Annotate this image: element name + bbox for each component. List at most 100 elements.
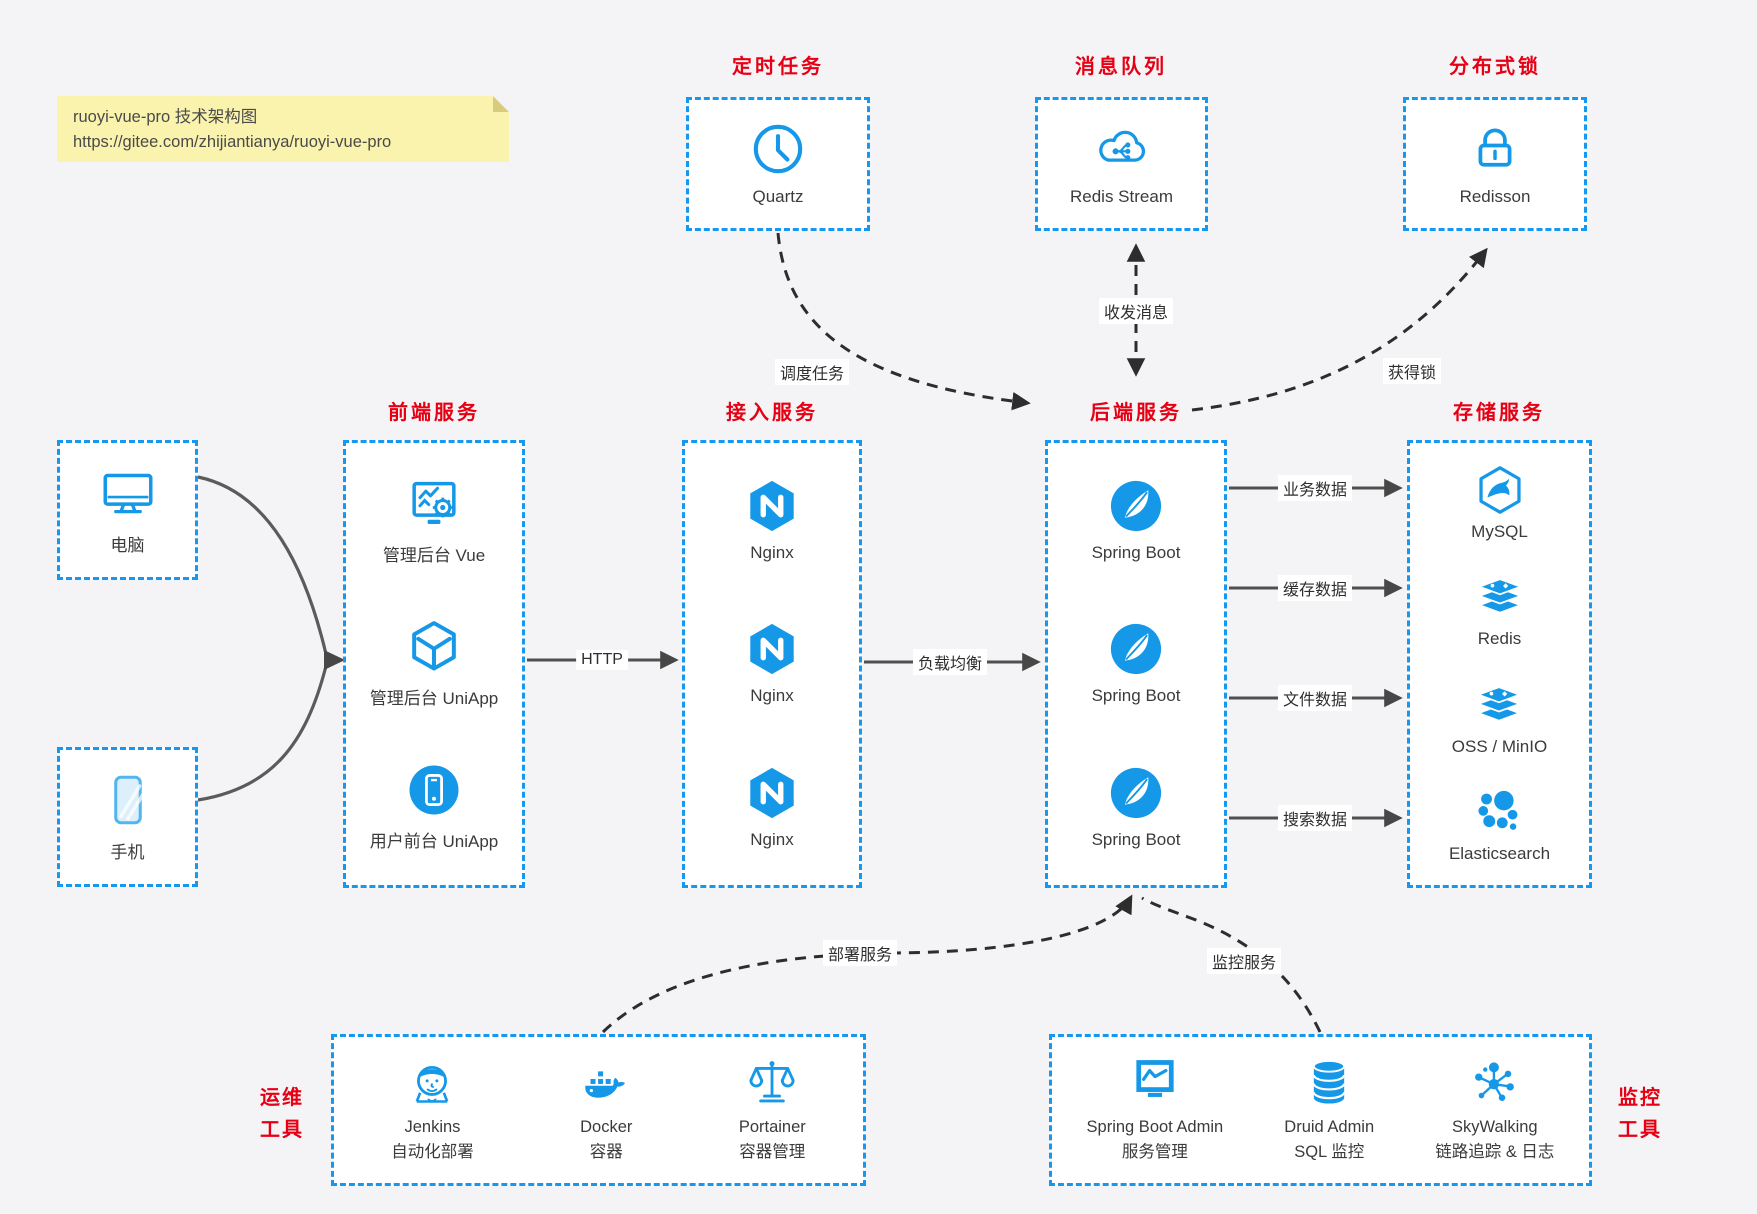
- item-docker: Docker 容器: [580, 1056, 632, 1165]
- edge-acquire-lock: [1191, 247, 1488, 412]
- title-access-services: 接入服务: [726, 402, 818, 424]
- skywalking-name: SkyWalking: [1452, 1117, 1538, 1136]
- group-access: Nginx Nginx Nginx: [682, 440, 862, 888]
- desktop-icon: [100, 465, 156, 521]
- edge-label-cache-data: 缓存数据: [1277, 575, 1353, 601]
- springboot-label: Spring Boot: [1091, 829, 1181, 849]
- quartz-label: Quartz: [752, 187, 804, 206]
- item-admin-uniapp: 管理后台 UniApp: [370, 619, 498, 709]
- portainer-desc: 容器管理: [739, 1142, 806, 1161]
- item-elasticsearch: Elasticsearch: [1449, 786, 1550, 864]
- title-storage-services: 存储服务: [1453, 402, 1545, 424]
- redisson-label: Redisson: [1459, 187, 1531, 206]
- mobile-app-icon: [406, 762, 462, 818]
- nginx-label: Nginx: [750, 686, 794, 706]
- spring-icon: [1108, 621, 1164, 677]
- item-nginx-3: Nginx: [744, 765, 800, 850]
- storage-stack-icon: [1474, 571, 1526, 623]
- item-user-uniapp: 用户前台 UniApp: [370, 762, 498, 852]
- item-oss-minio: OSS / MinIO: [1452, 679, 1547, 757]
- docker-label: Docker 容器: [580, 1115, 632, 1165]
- edge-label-schedule: 调度任务: [774, 359, 850, 385]
- edge-label-deploy: 部署服务: [822, 940, 898, 966]
- docker-icon: [580, 1056, 632, 1108]
- title-message-queue: 消息队列: [1075, 56, 1167, 78]
- portainer-scales-icon: [746, 1056, 798, 1108]
- title-frontend-services: 前端服务: [388, 402, 480, 424]
- edge-label-search-data: 搜索数据: [1277, 805, 1353, 831]
- item-redis: Redis: [1474, 571, 1526, 649]
- admin-uniapp-label: 管理后台 UniApp: [369, 688, 499, 708]
- elasticsearch-icon: [1473, 786, 1525, 838]
- storage-stack-icon: [1473, 679, 1525, 731]
- item-springboot-3: Spring Boot: [1091, 765, 1181, 850]
- sticky-note: ruoyi-vue-pro 技术架构图 https://gitee.com/zh…: [57, 96, 509, 162]
- group-monitor-tools: Spring Boot Admin 服务管理 Druid Admin SQL 监…: [1049, 1034, 1592, 1186]
- spring-icon: [1108, 478, 1164, 534]
- item-jenkins: Jenkins 自动化部署: [391, 1056, 474, 1165]
- skywalking-icon: [1469, 1056, 1521, 1108]
- phone-label: 手机: [110, 842, 145, 862]
- springboot-label: Spring Boot: [1091, 686, 1181, 706]
- group-quartz: Quartz: [686, 97, 870, 231]
- mysql-label: MySQL: [1471, 521, 1528, 541]
- docker-desc: 容器: [589, 1142, 623, 1161]
- edge-phone-to-frontend: [197, 665, 328, 802]
- spring-icon: [1108, 765, 1164, 821]
- item-nginx-1: Nginx: [744, 478, 800, 563]
- item-springboot-1: Spring Boot: [1091, 478, 1181, 563]
- jenkins-desc: 自动化部署: [391, 1142, 474, 1161]
- group-redisson: Redisson: [1403, 97, 1587, 231]
- springboot-label: Spring Boot: [1091, 543, 1181, 563]
- item-mysql: MySQL: [1471, 464, 1528, 542]
- portainer-name: Portainer: [738, 1117, 806, 1136]
- item-portainer: Portainer 容器管理: [739, 1056, 806, 1165]
- monitor-tools-line1: 监控: [1618, 1087, 1662, 1109]
- ops-tools-line2: 工具: [260, 1119, 304, 1141]
- nginx-icon: [744, 621, 800, 677]
- pc-label: 电脑: [110, 535, 145, 555]
- portainer-label: Portainer 容器管理: [739, 1115, 806, 1165]
- edge-clients-arrowhead: [324, 650, 345, 670]
- jenkins-icon: [406, 1056, 458, 1108]
- admin-vue-label: 管理后台 Vue: [382, 545, 486, 565]
- docker-name: Docker: [580, 1117, 633, 1136]
- redis-stream-label: Redis Stream: [1070, 187, 1173, 206]
- group-frontend: 管理后台 Vue 管理后台 UniApp 用户前台 UniApp: [343, 440, 525, 888]
- edge-label-messaging: 收发消息: [1098, 298, 1174, 324]
- user-uniapp-label: 用户前台 UniApp: [369, 832, 499, 852]
- druid-name: Druid Admin: [1284, 1117, 1375, 1136]
- clock-icon: [750, 121, 806, 177]
- nginx-label: Nginx: [750, 829, 794, 849]
- admin-dashboard-icon: [406, 476, 462, 532]
- smartphone-icon: [100, 772, 156, 828]
- item-skywalking: SkyWalking 链路追踪 & 日志: [1435, 1056, 1554, 1165]
- elasticsearch-label: Elasticsearch: [1448, 844, 1551, 864]
- nginx-label: Nginx: [750, 543, 794, 563]
- redis-label: Redis: [1477, 629, 1522, 649]
- item-springboot-2: Spring Boot: [1091, 621, 1181, 706]
- jenkins-name: Jenkins: [404, 1117, 461, 1136]
- note-title: ruoyi-vue-pro 技术架构图: [73, 108, 258, 126]
- item-admin-vue: 管理后台 Vue: [383, 476, 485, 566]
- item-nginx-2: Nginx: [744, 621, 800, 706]
- druid-desc: SQL 监控: [1294, 1142, 1365, 1161]
- cloud-stream-icon: [1094, 121, 1150, 177]
- lock-icon: [1467, 121, 1523, 177]
- edge-label-file-data: 文件数据: [1277, 685, 1353, 711]
- title-distributed-lock: 分布式锁: [1449, 56, 1541, 78]
- edge-label-lock: 获得锁: [1382, 358, 1442, 384]
- skywalking-label: SkyWalking 链路追踪 & 日志: [1435, 1115, 1554, 1165]
- monitor-tools-side-label: 监控 工具: [1604, 1082, 1676, 1146]
- edge-pc-to-frontend: [197, 475, 328, 655]
- group-pc-client: 电脑: [57, 440, 198, 580]
- monitor-tools-line2: 工具: [1618, 1119, 1662, 1141]
- ops-tools-line1: 运维: [260, 1087, 304, 1109]
- nginx-icon: [744, 765, 800, 821]
- edge-label-monitor: 监控服务: [1206, 948, 1282, 974]
- ops-tools-side-label: 运维 工具: [246, 1082, 318, 1146]
- mysql-icon: [1474, 464, 1526, 516]
- item-druid-admin: Druid Admin SQL 监控: [1284, 1056, 1374, 1165]
- group-redis-stream: Redis Stream: [1035, 97, 1208, 231]
